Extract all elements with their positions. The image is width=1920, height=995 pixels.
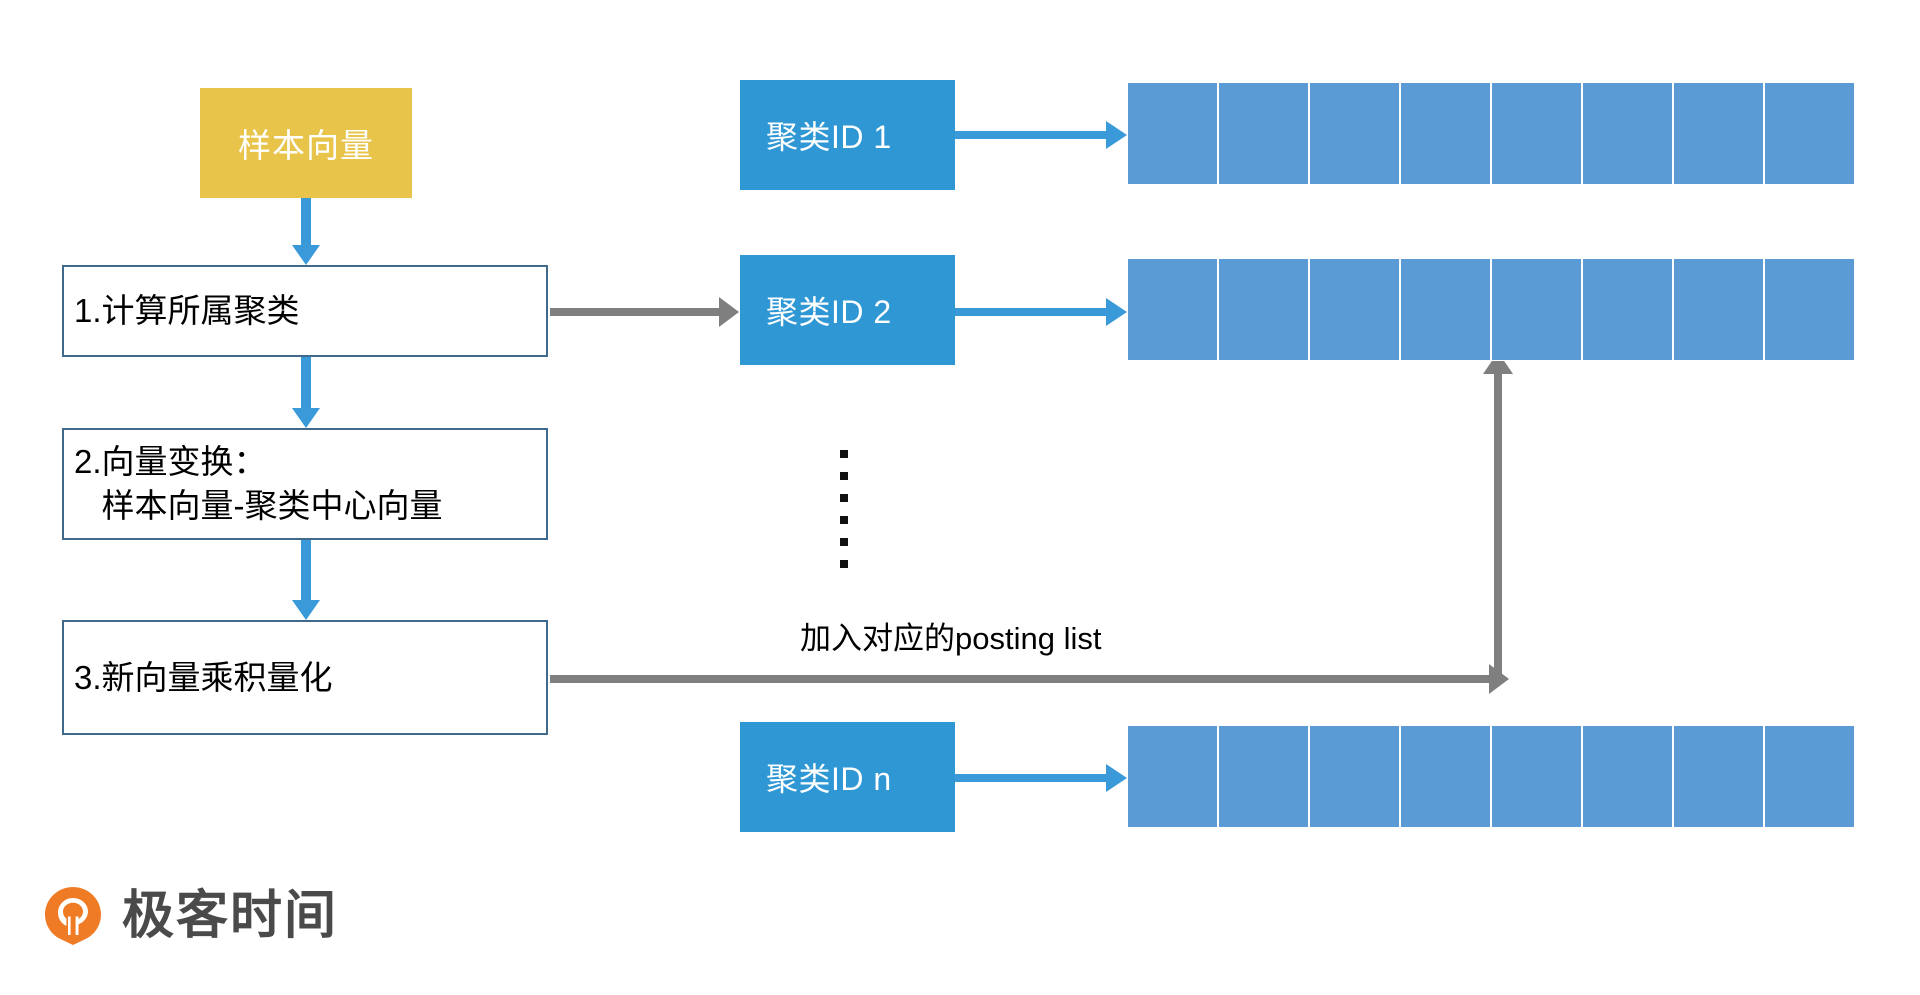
step-box-2: 2.向量变换： 样本向量-聚类中心向量 [62, 428, 548, 540]
ellipsis-dot [840, 494, 848, 502]
posting-list-cell [1673, 725, 1764, 828]
arrow-step1-to-cluster2 [550, 297, 739, 327]
posting-list-cell [1764, 82, 1855, 185]
arrow-step2-to-step3 [292, 540, 320, 620]
cluster-id-box-2: 聚类ID 2 [740, 255, 955, 365]
posting-list-cell [1673, 258, 1764, 361]
posting-list-cell [1764, 725, 1855, 828]
posting-list-cell [1673, 82, 1764, 185]
posting-list-cell [1491, 82, 1582, 185]
geektime-logo: 极客时间 [42, 885, 338, 947]
arrow-cluster2-to-posting2 [955, 298, 1127, 326]
posting-list-cell [1218, 725, 1309, 828]
posting-list-cell [1582, 82, 1673, 185]
step-1-label: 1.计算所属聚类 [74, 292, 300, 330]
posting-list-cell [1218, 82, 1309, 185]
posting-list-cell [1127, 82, 1218, 185]
cluster-id-label-n: 聚类ID n [766, 761, 892, 797]
step-box-3: 3.新向量乘积量化 [62, 620, 548, 735]
ellipsis-dot [840, 516, 848, 524]
posting-list-annotation: 加入对应的posting list [800, 621, 1102, 656]
cluster-id-box-n: 聚类ID n [740, 722, 955, 832]
posting-list-cell [1309, 82, 1400, 185]
posting-list-cell [1491, 725, 1582, 828]
geektime-logo-text: 极客时间 [122, 887, 339, 945]
posting-list-cell [1400, 82, 1491, 185]
step-box-1: 1.计算所属聚类 [62, 265, 548, 357]
posting-list-cell [1582, 725, 1673, 828]
arrow-clustern-to-postingn [955, 764, 1127, 792]
posting-list-cell [1764, 258, 1855, 361]
posting-list-row-n [1127, 725, 1855, 828]
sample-vector-box: 样本向量 [200, 88, 412, 198]
posting-list-cell [1309, 258, 1400, 361]
posting-list-row-1 [1127, 82, 1855, 185]
posting-list-cell [1582, 258, 1673, 361]
posting-list-cell [1400, 725, 1491, 828]
arrow-step3-to-posting-horizontal [550, 664, 1509, 694]
arrow-sample-to-step1 [292, 198, 320, 265]
posting-list-cell [1309, 725, 1400, 828]
posting-list-cell [1218, 258, 1309, 361]
cluster-id-label-1: 聚类ID 1 [766, 119, 892, 155]
arrow-cluster1-to-posting1 [955, 121, 1127, 149]
ellipsis-dot [840, 560, 848, 568]
vertical-ellipsis-icon [840, 450, 848, 568]
cluster-id-label-2: 聚类ID 2 [766, 294, 892, 330]
posting-list-cell [1127, 725, 1218, 828]
posting-list-cell [1491, 258, 1582, 361]
posting-list-cell [1127, 258, 1218, 361]
arrow-step3-to-posting-vertical [1483, 352, 1513, 682]
geektime-mark-icon [42, 885, 104, 947]
cluster-id-box-1: 聚类ID 1 [740, 80, 955, 190]
ellipsis-dot [840, 450, 848, 458]
step-2-label: 2.向量变换： 样本向量-聚类中心向量 [74, 443, 443, 524]
posting-list-cell [1400, 258, 1491, 361]
sample-vector-label: 样本向量 [238, 127, 374, 164]
posting-list-row-2 [1127, 258, 1855, 361]
arrow-step1-to-step2 [292, 357, 320, 428]
ellipsis-dot [840, 538, 848, 546]
ellipsis-dot [840, 472, 848, 480]
step-3-label: 3.新向量乘积量化 [74, 658, 333, 696]
